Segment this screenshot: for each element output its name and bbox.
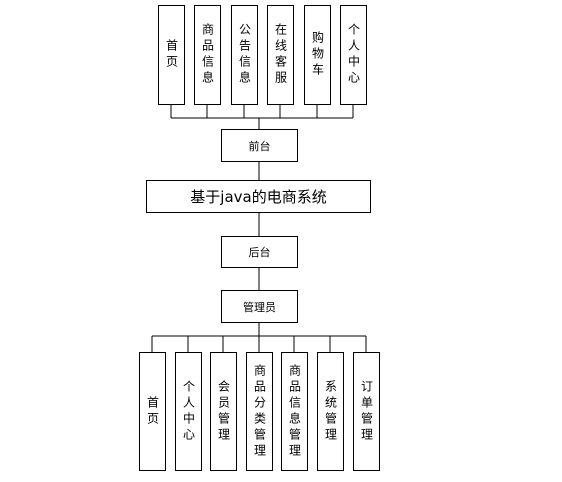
frontend-module-home: 首页	[158, 5, 185, 105]
module-label: 首页	[145, 395, 160, 428]
system-title: 基于java的电商系统	[190, 188, 327, 206]
frontend-module-cart: 购物车	[304, 5, 331, 105]
system-title-node: 基于java的电商系统	[146, 180, 371, 213]
admin-role-label: 管理员	[243, 300, 276, 314]
backend-module-order-management: 订单管理	[353, 352, 380, 471]
backend-module-member-management: 会员管理	[210, 352, 237, 471]
module-label: 商品信息	[200, 23, 215, 87]
module-label: 订单管理	[359, 379, 374, 444]
frontend-module-profile: 个人中心	[340, 5, 367, 105]
backend-node: 后台	[221, 236, 298, 268]
backend-module-category-management: 商品分类管理	[246, 352, 273, 471]
module-label: 首页	[164, 39, 179, 71]
module-label: 商品分类管理	[252, 363, 267, 460]
frontend-module-announcements: 公告信息	[231, 5, 258, 105]
backend-module-system-management: 系统管理	[317, 352, 344, 471]
module-label: 会员管理	[216, 379, 231, 444]
frontend-node: 前台	[221, 129, 298, 162]
backend-label: 后台	[248, 246, 271, 259]
frontend-module-online-service: 在线客服	[267, 5, 294, 105]
module-label: 个人中心	[181, 379, 196, 444]
module-label: 在线客服	[273, 23, 288, 87]
admin-role-node: 管理员	[221, 290, 298, 323]
module-label: 购物车	[310, 31, 325, 79]
backend-module-product-management: 商品信息管理	[281, 352, 308, 471]
module-label: 商品信息管理	[287, 363, 302, 460]
frontend-module-product-info: 商品信息	[194, 5, 221, 105]
module-label: 个人中心	[346, 23, 361, 87]
frontend-label: 前台	[248, 139, 271, 153]
backend-module-home: 首页	[139, 352, 166, 471]
module-label: 公告信息	[237, 23, 252, 87]
module-label: 系统管理	[323, 379, 338, 444]
backend-module-profile: 个人中心	[175, 352, 202, 471]
